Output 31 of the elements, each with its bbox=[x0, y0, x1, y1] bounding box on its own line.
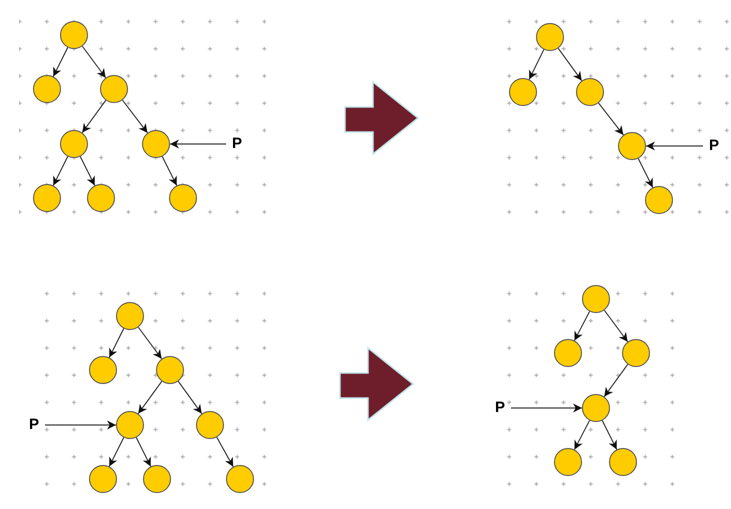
pointer-label: P bbox=[707, 137, 721, 155]
arrow bbox=[604, 310, 628, 342]
arrow bbox=[108, 328, 124, 358]
arrow bbox=[604, 364, 628, 398]
arrow bbox=[138, 380, 162, 414]
arrow bbox=[170, 140, 226, 148]
arrow bbox=[646, 142, 704, 150]
arrow bbox=[602, 420, 618, 450]
arrow bbox=[528, 49, 544, 80]
pointer-label: P bbox=[230, 135, 244, 153]
arrow bbox=[510, 404, 582, 412]
arrow bbox=[162, 156, 178, 186]
arrow bbox=[138, 326, 162, 360]
arrow bbox=[82, 100, 106, 134]
arrow bbox=[136, 437, 152, 467]
arrow bbox=[52, 47, 68, 77]
arrow bbox=[216, 436, 234, 468]
arrow bbox=[122, 100, 148, 134]
pointer-label: P bbox=[493, 399, 507, 417]
arrow bbox=[638, 158, 654, 188]
pointer-label: P bbox=[27, 416, 41, 434]
arrow bbox=[574, 420, 590, 450]
arrow bbox=[558, 48, 582, 82]
arrow bbox=[44, 420, 116, 430]
arrow bbox=[574, 310, 590, 342]
arrow bbox=[52, 156, 68, 186]
arrow bbox=[80, 156, 96, 186]
arrow bbox=[82, 46, 106, 78]
arrow bbox=[598, 102, 624, 136]
arrow bbox=[108, 437, 124, 467]
arrow bbox=[178, 380, 202, 414]
